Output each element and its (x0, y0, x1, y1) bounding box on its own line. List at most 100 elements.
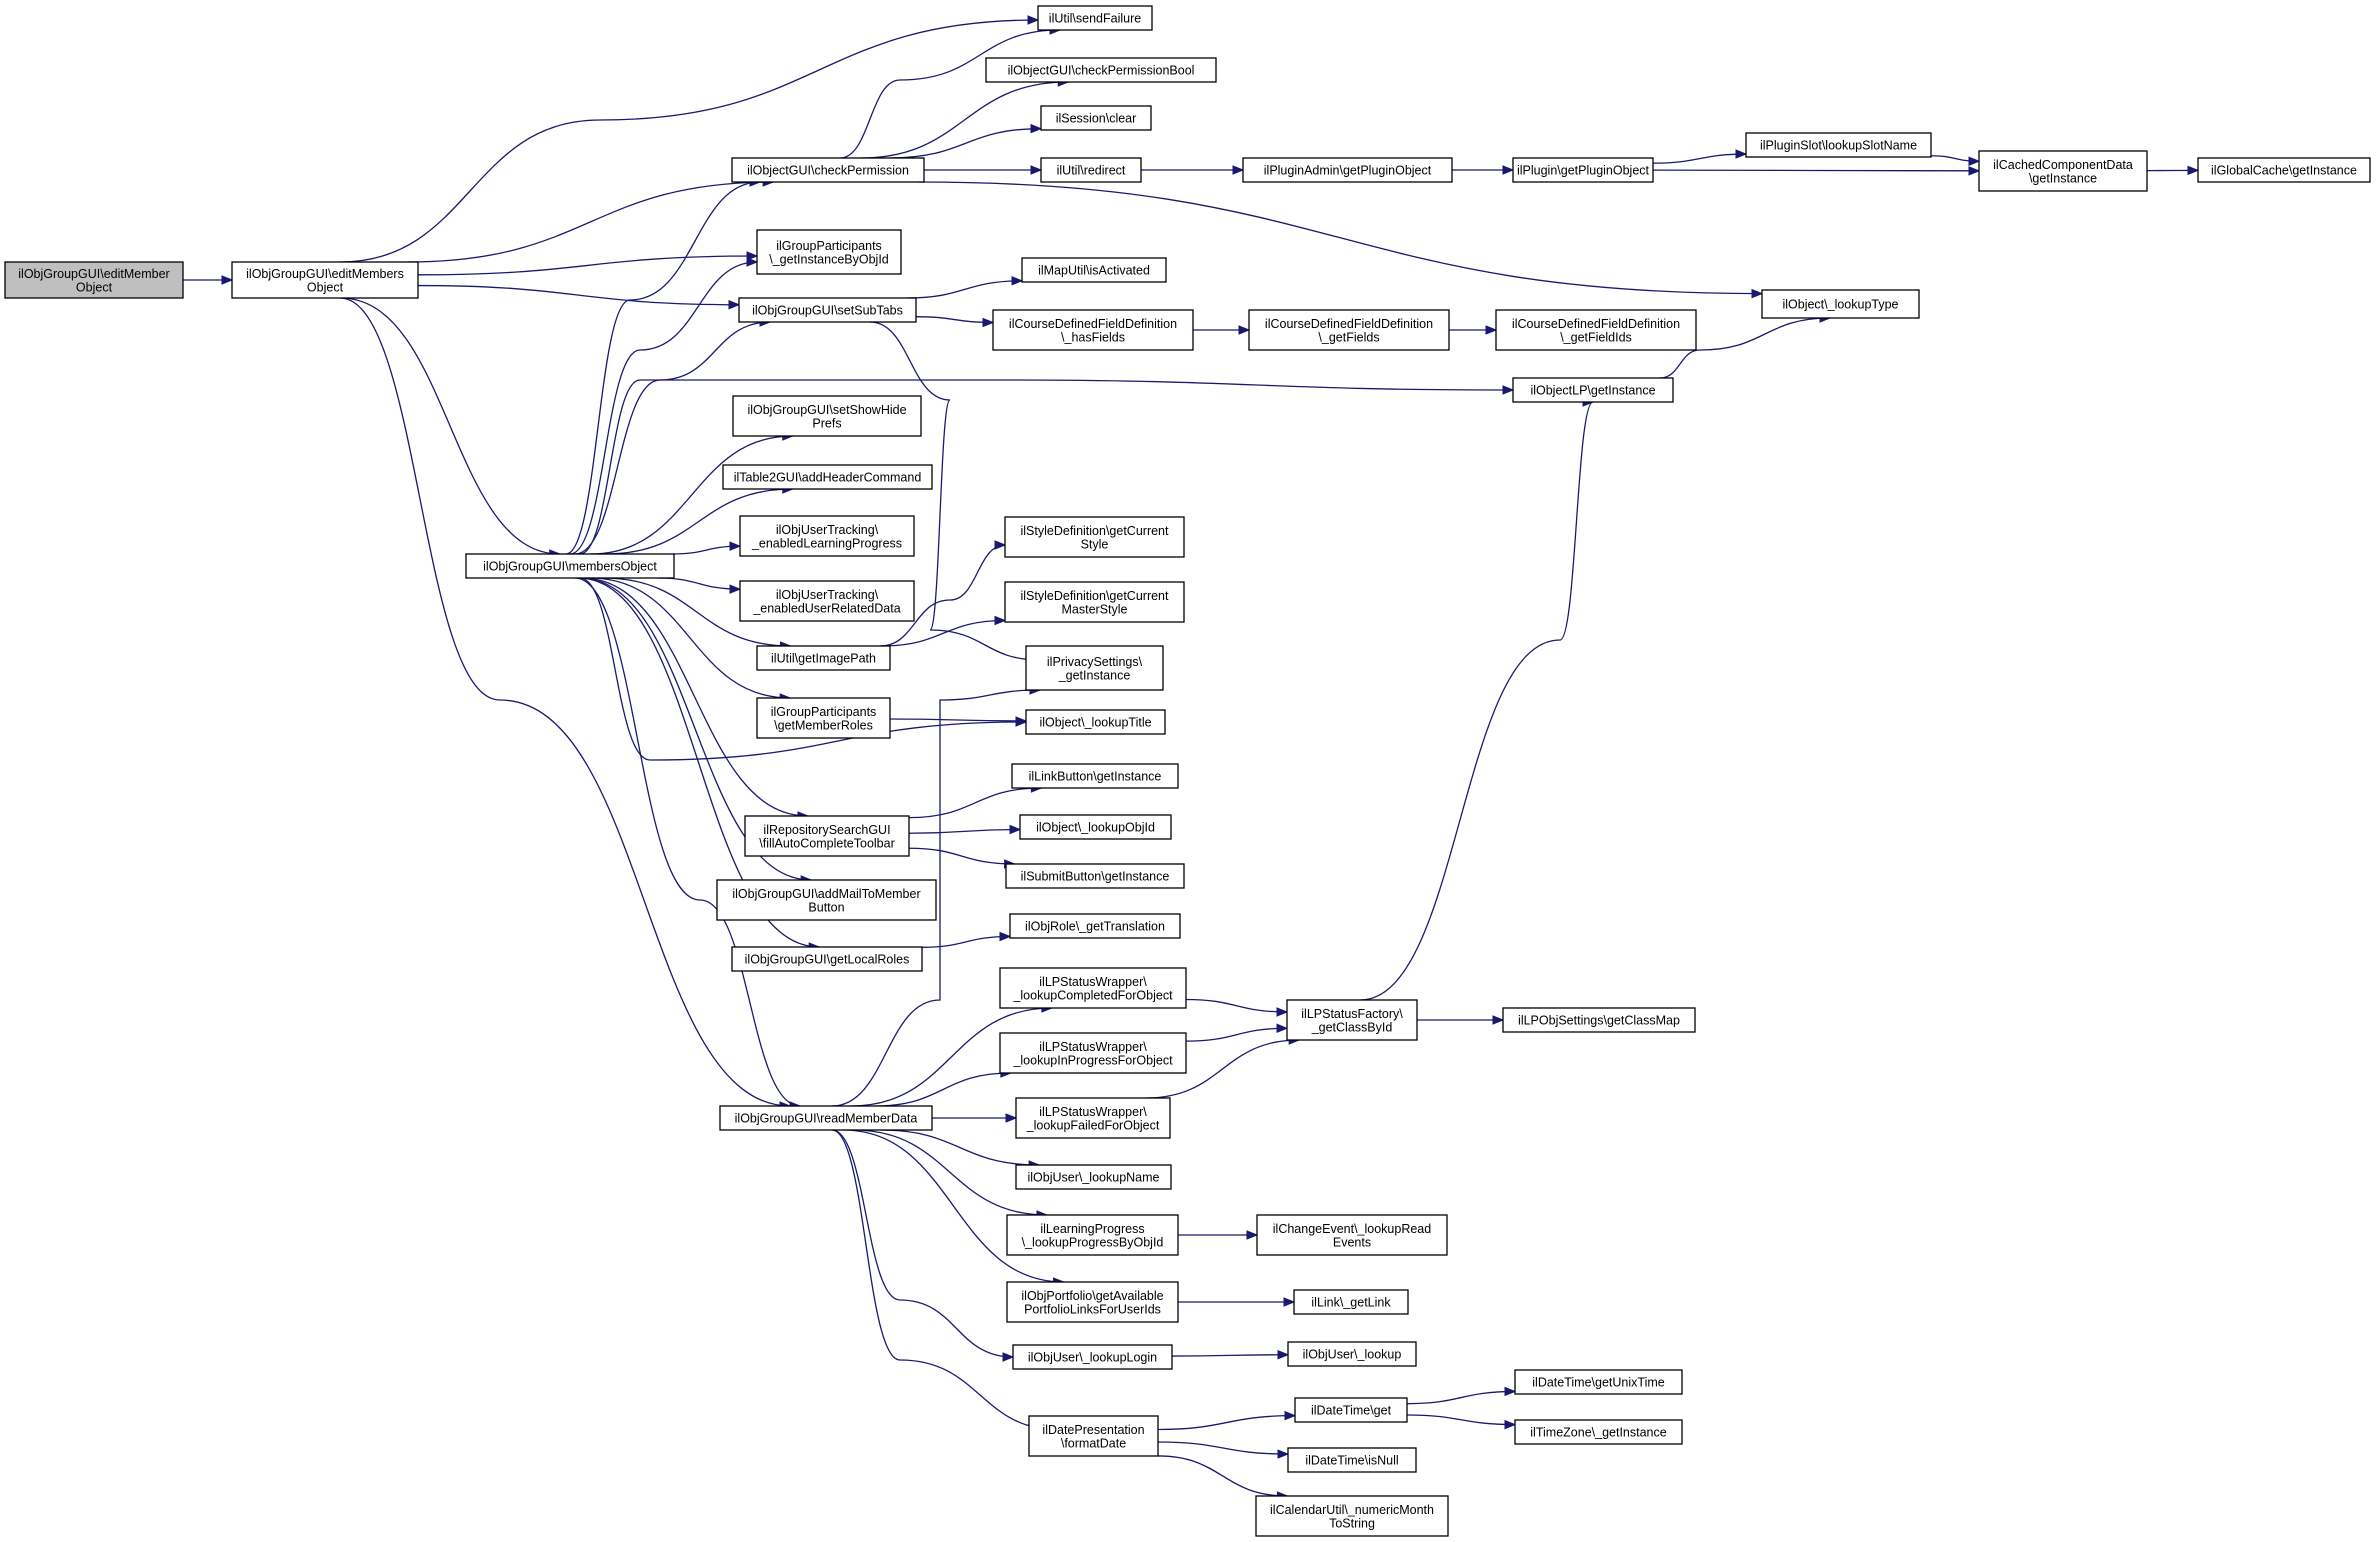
node-label: MasterStyle (1062, 602, 1128, 616)
function-node[interactable]: ilObjGroupGUI\setSubTabs (738, 297, 917, 323)
node-label: ilSession\clear (1056, 112, 1137, 126)
function-node[interactable]: ilObjPortfolio\getAvailablePortfolioLink… (1006, 1281, 1179, 1323)
function-node[interactable]: ilDateTime\get (1294, 1397, 1408, 1423)
node-label: ilObjGroupGUI\getLocalRoles (745, 953, 910, 967)
function-node[interactable]: ilSubmitButton\getInstance (1005, 863, 1185, 889)
function-node[interactable]: ilMapUtil\isActivated (1021, 257, 1167, 283)
node-label: ilObjGroupGUI\readMemberData (735, 1112, 918, 1126)
call-edge (875, 1072, 1011, 1107)
call-edge (658, 577, 741, 590)
node-label: ilStyleDefinition\getCurrent (1021, 589, 1170, 603)
function-node[interactable]: ilDateTime\getUnixTime (1514, 1369, 1683, 1395)
node-label: ilObjectGUI\checkPermission (747, 164, 909, 178)
function-node[interactable]: ilObjGroupGUI\membersObject (465, 553, 675, 579)
function-node[interactable]: ilPlugin\getPluginObject (1512, 157, 1654, 183)
function-node[interactable]: ilGroupParticipants\_getInstanceByObjId (756, 229, 902, 275)
node-label: ilLPStatusWrapper\ (1039, 1040, 1147, 1054)
node-label: \getInstance (2029, 171, 2097, 185)
node-label: ilRepositorySearchGUI (763, 823, 890, 837)
function-node[interactable]: ilObject\_lookupObjId (1019, 814, 1172, 840)
function-node[interactable]: ilUtil\redirect (1040, 157, 1142, 183)
function-node[interactable]: ilTimeZone\_getInstance (1514, 1419, 1683, 1445)
function-node[interactable]: ilTable2GUI\addHeaderCommand (722, 464, 933, 490)
function-node[interactable]: ilUtil\getImagePath (756, 645, 891, 671)
call-edge (918, 181, 1763, 295)
call-edge (579, 379, 1514, 555)
function-node[interactable]: ilLPStatusFactory\_getClassById (1286, 999, 1418, 1041)
function-node[interactable]: ilObjGroupGUI\readMemberData (719, 1105, 933, 1131)
node-label: ToString (1329, 1516, 1375, 1530)
function-node[interactable]: ilGroupParticipants\getMemberRoles (756, 697, 891, 739)
node-box (1512, 157, 1654, 183)
node-label: ilSubmitButton\getInstance (1021, 870, 1170, 884)
function-node[interactable]: ilPluginAdmin\getPluginObject (1242, 157, 1453, 183)
node-label: Object (307, 280, 344, 294)
function-node[interactable]: ilObjectLP\getInstance (1512, 377, 1674, 403)
node-label: ilStyleDefinition\getCurrent (1021, 524, 1170, 538)
function-node[interactable]: ilCourseDefinedFieldDefinition\_getField… (1495, 309, 1697, 351)
function-node[interactable]: ilLPObjSettings\getClassMap (1502, 1007, 1696, 1033)
node-label: ilLPObjSettings\getClassMap (1518, 1014, 1680, 1028)
function-node[interactable]: ilSession\clear (1040, 105, 1152, 131)
node-label: \fillAutoCompleteToolbar (759, 836, 895, 850)
node-box (1293, 1289, 1409, 1315)
function-node[interactable]: ilLPStatusWrapper\_lookupCompletedForObj… (999, 967, 1187, 1009)
function-node[interactable]: ilCachedComponentData\getInstance (1978, 150, 2148, 192)
call-edge (908, 787, 1042, 819)
function-node[interactable]: ilDatePresentation\formatDate (1028, 1415, 1159, 1457)
node-box (731, 946, 923, 972)
function-node[interactable]: ilRepositorySearchGUI\fillAutoCompleteTo… (744, 815, 910, 857)
function-node[interactable]: ilObjectGUI\checkPermissionBool (985, 57, 1217, 83)
node-label: ilObjGroupGUI\setSubTabs (752, 304, 903, 318)
function-node[interactable]: ilObjUserTracking\_enabledUserRelatedDat… (739, 580, 915, 622)
arrowhead (1232, 165, 1245, 175)
node-box (1006, 1214, 1179, 1256)
function-node[interactable]: ilGlobalCache\getInstance (2197, 157, 2371, 183)
function-node[interactable]: ilLink\_getLink (1293, 1289, 1409, 1315)
function-node[interactable]: ilObjRole\_getTranslation (1009, 913, 1181, 939)
node-box (985, 57, 1217, 83)
function-node[interactable]: ilPluginSlot\lookupSlotName (1745, 132, 1932, 158)
function-node[interactable]: ilObjUser\_lookupName (1015, 1164, 1172, 1190)
function-node[interactable]: ilObject\_lookupTitle (1025, 709, 1166, 735)
call-edge (407, 181, 774, 263)
function-node[interactable]: ilLinkButton\getInstance (1011, 763, 1179, 789)
node-label: ilPlugin\getPluginObject (1517, 164, 1650, 178)
node-box (1006, 1281, 1179, 1323)
arrowhead (1735, 149, 1748, 159)
node-box (716, 879, 937, 921)
arrowhead (728, 299, 741, 310)
function-node[interactable]: ilObjUser\_lookup (1287, 1341, 1417, 1367)
node-box (992, 309, 1194, 351)
call-edge (565, 181, 761, 555)
function-node[interactable]: ilObjectGUI\checkPermission (731, 157, 925, 183)
function-node[interactable]: ilObjUserTracking\_enabledLearningProgre… (739, 515, 915, 557)
node-label: \_getFields (1318, 330, 1379, 344)
function-node[interactable]: ilLearningProgress\_lookupProgressByObjI… (1006, 1214, 1179, 1256)
function-node[interactable]: ilPrivacySettings\_getInstance (1025, 645, 1164, 691)
node-box (1005, 863, 1185, 889)
function-node[interactable]: ilLPStatusWrapper\_lookupInProgressForOb… (999, 1032, 1187, 1074)
node-label: Style (1081, 537, 1109, 551)
function-node[interactable]: ilObject\_lookupType (1761, 289, 1920, 319)
function-node[interactable]: ilCourseDefinedFieldDefinition\_hasField… (992, 309, 1194, 351)
function-node[interactable]: ilDateTime\isNull (1287, 1447, 1417, 1473)
function-node[interactable]: ilObjUser\_lookupLogin (1012, 1344, 1173, 1370)
function-node[interactable]: ilCourseDefinedFieldDefinition\_getField… (1248, 309, 1450, 351)
node-label: ilObject\_lookupType (1782, 298, 1898, 312)
function-node[interactable]: ilLPStatusWrapper\_lookupFailedForObject (1015, 1097, 1171, 1139)
call-edge (417, 255, 758, 276)
function-node[interactable]: ilUtil\sendFailure (1037, 5, 1153, 31)
call-edge (1406, 1390, 1516, 1405)
function-node[interactable]: ilObjGroupGUI\getLocalRoles (731, 946, 923, 972)
